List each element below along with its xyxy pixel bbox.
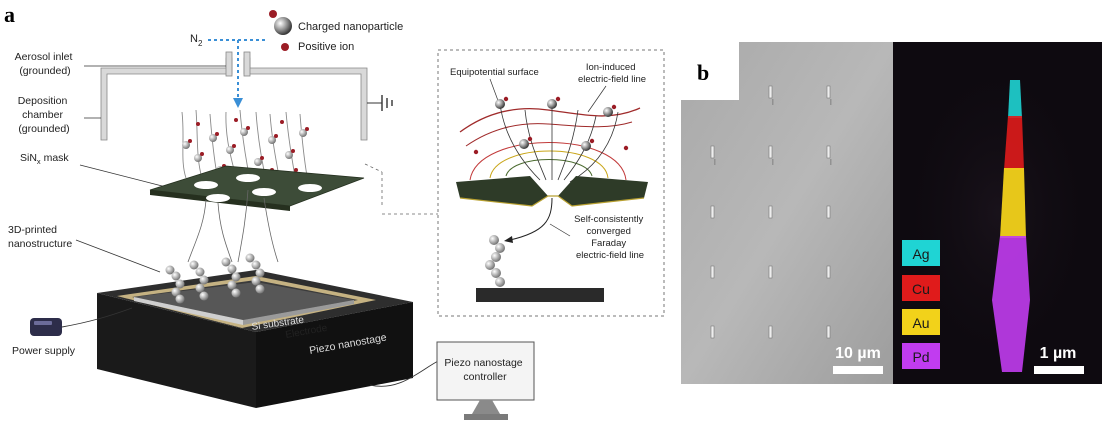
scale-bar-left [833,366,883,374]
nanostructure-4 [245,253,265,294]
legend-ag-swatch [902,240,940,266]
panel-a-letter: a [4,2,15,27]
faraday-label: Self-consistently converged Faraday elec… [574,214,646,261]
legend-pd-swatch [902,343,940,369]
mask-label: SiNx mask [20,152,69,166]
legend-au-swatch [902,309,940,335]
legend-cu-label: Cu [912,281,930,297]
controller-label: Piezo nanostage controller [444,357,525,383]
nanoparticle-icon [274,17,292,35]
ion-field-label: Ion-induced electric-field line [578,62,646,85]
nanostructures [165,253,265,304]
sinx-mask [149,165,365,211]
nanostructure-2 [189,260,209,301]
legend-cu-swatch [902,275,940,301]
legend-au-label: Au [912,315,929,331]
legend-ion-label: Positive ion [298,41,354,53]
legend-pd-label: Pd [912,349,929,365]
charged-particles [182,118,309,178]
sem-pillars [710,85,831,339]
panel-b-letter: b [697,60,709,85]
eds-pillar [992,80,1030,372]
power-supply [30,307,133,336]
field-inset: Equipotential surface Ion-induced electr… [437,49,665,317]
ion-icon [269,10,277,18]
gas-arrow-head [233,98,243,108]
legend: Charged nanoparticle Positive ion [269,10,403,53]
deposition-chamber-label: Deposition chamber (grounded) [18,95,71,135]
power-supply-label: Power supply [12,345,76,357]
legend-ag-label: Ag [912,246,929,262]
panel-a: a Charged nanoparticle Positive ion N2 [4,2,665,420]
deposition-chamber [100,51,393,141]
legend-nanoparticle-label: Charged nanoparticle [298,21,403,33]
nanostructure-3 [221,257,241,298]
piezo-controller [369,341,535,420]
field-lines-lower [187,189,279,263]
nanostructure-1 [165,265,185,304]
panel-b: b 10 µm Ag [681,42,1102,384]
ion-icon [281,43,289,51]
scale-right-label: 1 µm [1040,345,1077,362]
element-legend: Ag Cu Au Pd [902,240,940,369]
equipotential-label: Equipotential surface [450,67,539,78]
nanostructure-label: 3D-printed nanostructure [8,224,72,250]
gas-label: N2 [190,33,203,48]
scale-bar-right [1034,366,1084,374]
scale-left-label: 10 µm [835,345,881,362]
aerosol-inlet-label: Aerosol inlet (grounded) [15,51,76,77]
